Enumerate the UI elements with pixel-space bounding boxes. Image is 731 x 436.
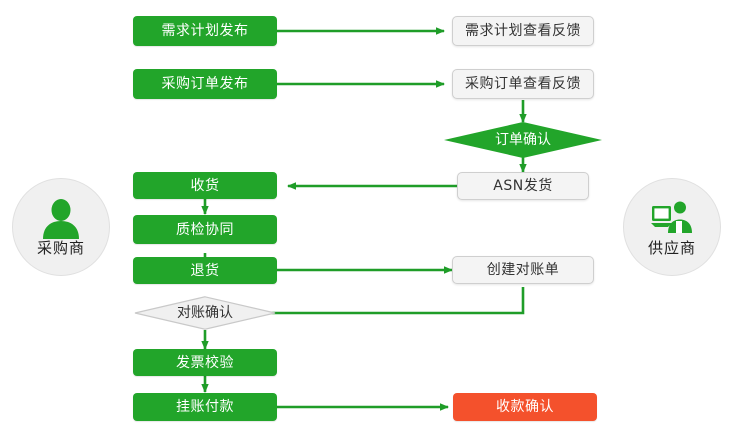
node-asn-shipment[interactable]: ASN发货 (457, 172, 589, 200)
person-icon (43, 198, 79, 239)
node-create-statement[interactable]: 创建对账单 (452, 256, 594, 284)
node-statement-confirm[interactable]: 对账确认 (134, 296, 276, 330)
node-create-statement-label: 创建对账单 (486, 262, 560, 278)
node-receipt-confirm-label: 收款确认 (496, 399, 554, 415)
diamond-shape-light (134, 296, 276, 330)
node-qc-collaboration-label: 质检协同 (176, 221, 234, 238)
edge-create-statement-to-statement-confirm (249, 287, 525, 317)
node-invoice-verify[interactable]: 发票校验 (133, 349, 277, 376)
node-po-publish-label: 采购订单发布 (161, 76, 249, 92)
node-payment-posting[interactable]: 挂账付款 (133, 393, 277, 421)
actor-supplier-label: 供应商 (647, 238, 696, 257)
node-return-goods-label: 退货 (190, 262, 220, 279)
node-return-goods[interactable]: 退货 (133, 257, 277, 284)
person-at-computer-icon (651, 201, 692, 233)
node-demand-plan-publish[interactable]: 需求计划发布 (133, 16, 277, 46)
node-payment-posting-label: 挂账付款 (176, 399, 234, 415)
node-statement-confirm-label: 对账确认 (177, 305, 233, 321)
node-goods-receipt[interactable]: 收货 (133, 172, 277, 199)
node-receipt-confirm[interactable]: 收款确认 (453, 393, 597, 421)
node-invoice-verify-label: 发票校验 (176, 354, 234, 371)
node-order-confirm[interactable]: 订单确认 (444, 122, 602, 158)
actor-supplier[interactable]: 供应商 (623, 178, 721, 276)
node-asn-shipment-label: ASN发货 (493, 178, 553, 194)
node-goods-receipt-label: 收货 (190, 177, 220, 194)
diamond-shape-green (444, 122, 602, 158)
node-po-publish[interactable]: 采购订单发布 (133, 69, 277, 99)
node-po-feedback[interactable]: 采购订单查看反馈 (452, 69, 594, 99)
node-demand-plan-feedback-label: 需求计划查看反馈 (465, 23, 581, 39)
actor-buyer[interactable]: 采购商 (12, 178, 110, 276)
actor-buyer-label: 采购商 (36, 238, 85, 257)
node-qc-collaboration[interactable]: 质检协同 (133, 215, 277, 244)
node-demand-plan-feedback[interactable]: 需求计划查看反馈 (452, 16, 594, 46)
node-demand-plan-publish-label: 需求计划发布 (161, 23, 249, 39)
node-po-feedback-label: 采购订单查看反馈 (465, 76, 581, 92)
node-order-confirm-label: 订单确认 (495, 132, 551, 148)
